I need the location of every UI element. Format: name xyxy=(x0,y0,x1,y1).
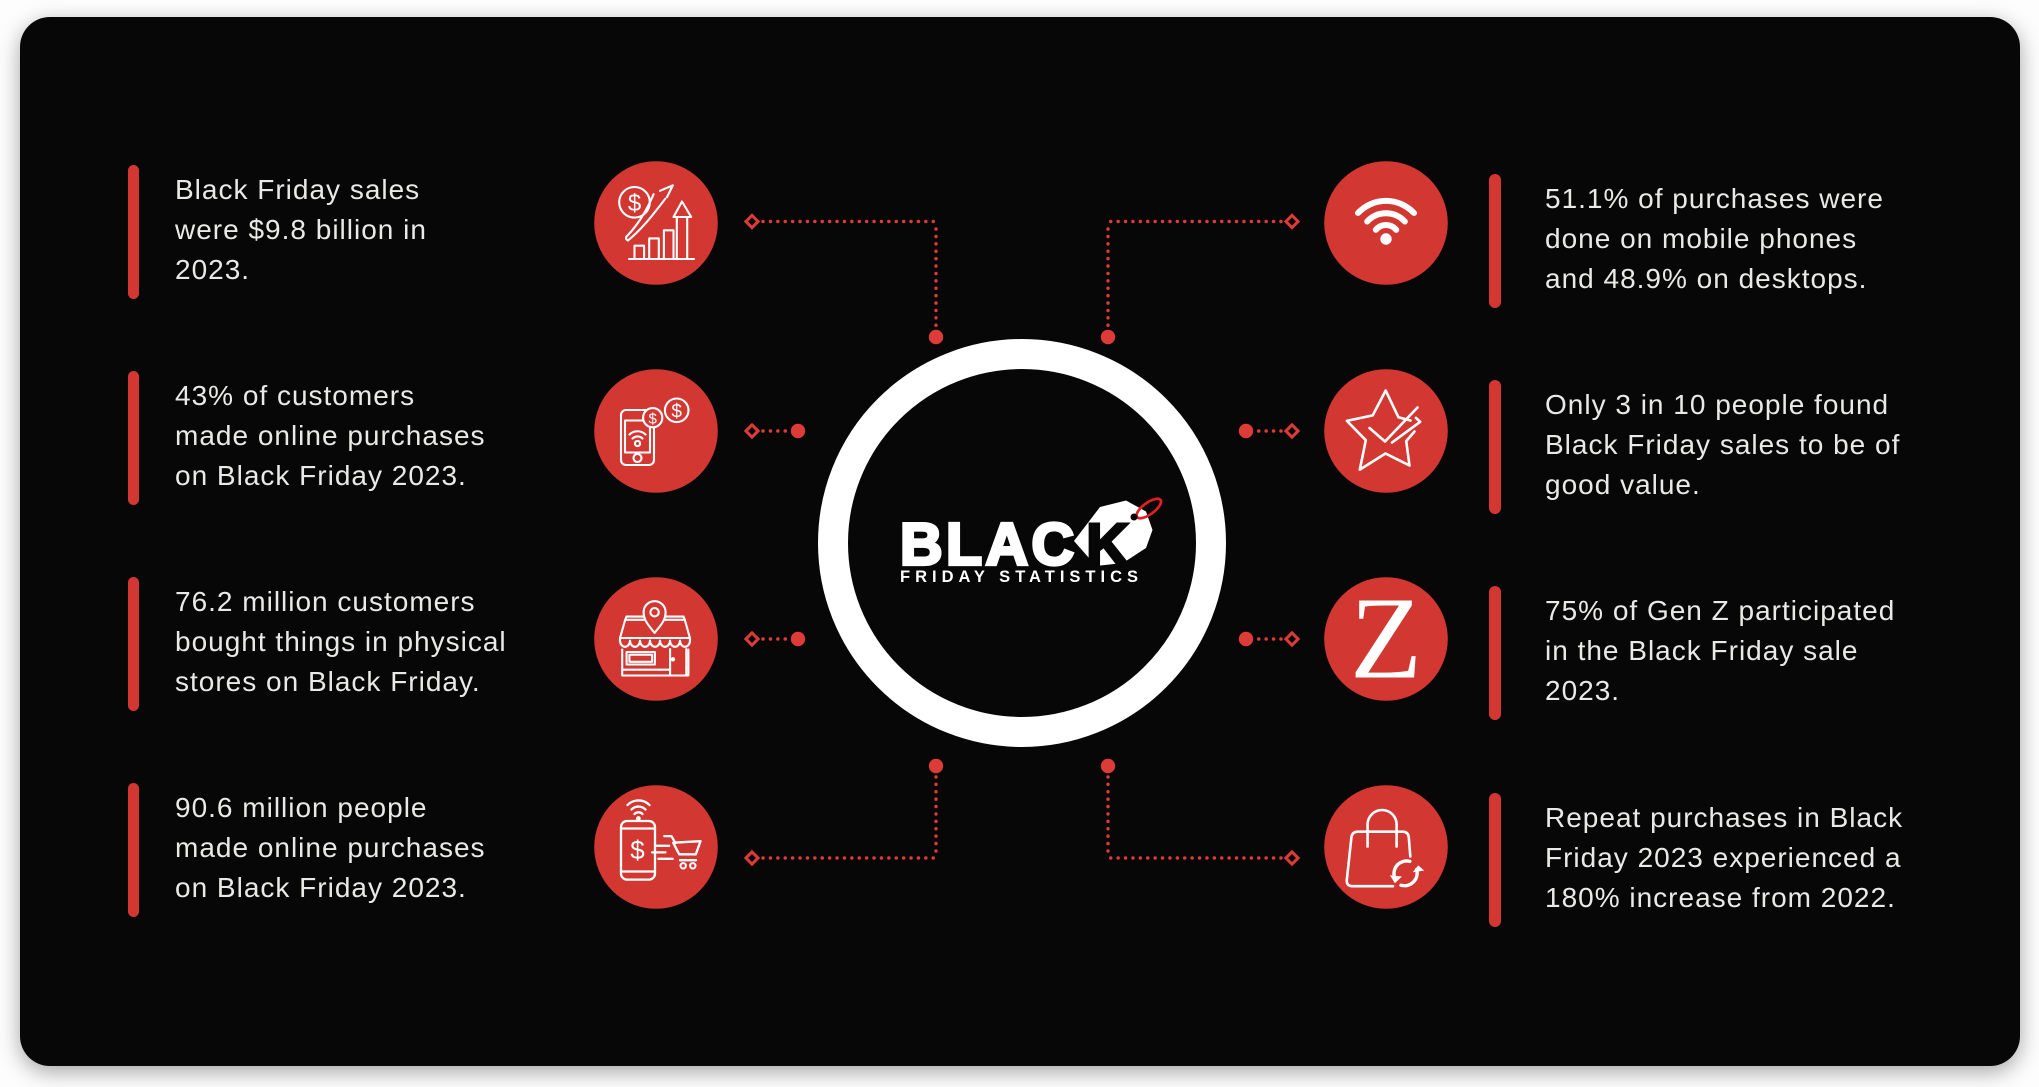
svg-text:K: K xyxy=(1086,512,1129,579)
svg-text:$: $ xyxy=(649,410,658,427)
svg-text:$: $ xyxy=(630,835,645,865)
svg-text:FRIDAY STATISTICS: FRIDAY STATISTICS xyxy=(900,568,1143,586)
svg-text:BLAC: BLAC xyxy=(900,512,1077,578)
svg-text:$: $ xyxy=(628,190,641,217)
svg-text:$: $ xyxy=(671,401,682,422)
svg-text:Z: Z xyxy=(1350,573,1422,704)
